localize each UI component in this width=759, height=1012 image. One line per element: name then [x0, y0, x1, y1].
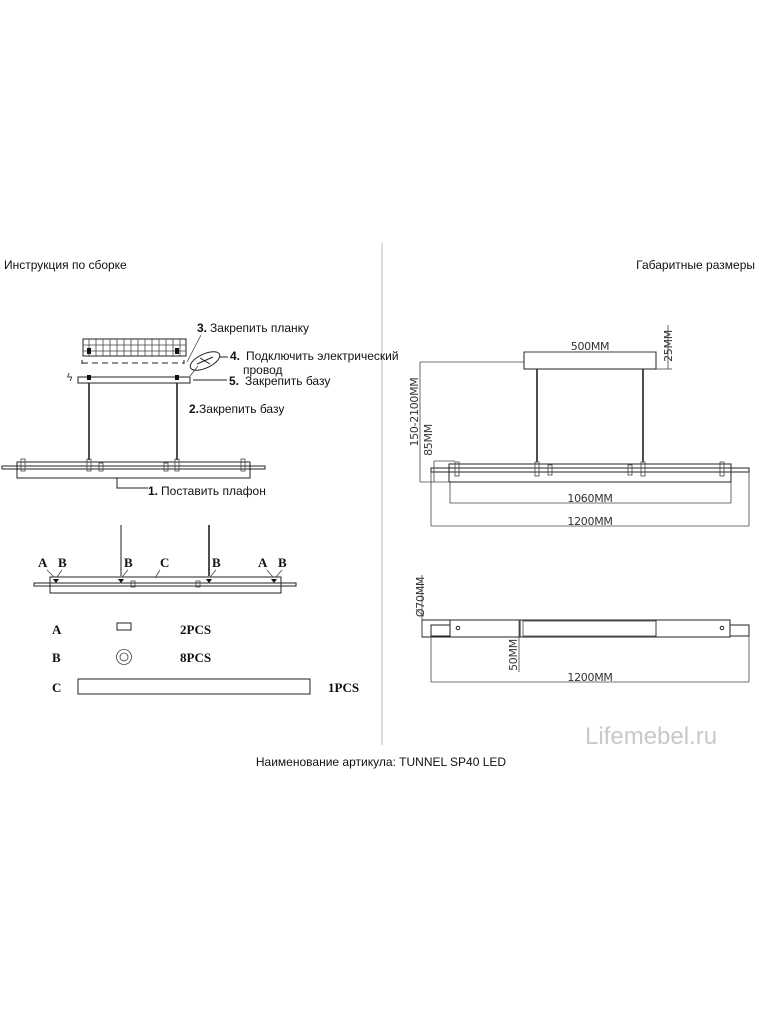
screw-hole-icon — [455, 625, 461, 631]
assembly-exploded-view: ϟ 1.Поставить плафон 2.Закрепить базу 3.… — [1, 321, 399, 498]
part-code: B — [52, 650, 61, 665]
dim-diameter: Ø70MM — [414, 577, 427, 617]
marker-b: B — [124, 555, 133, 570]
part-qty: 2PCS — [180, 622, 211, 637]
front-view-dimensions: 500MM 25MM 150-2100MM 85MM 1060MM 1200MM — [408, 325, 750, 528]
step-4-line2: провод — [243, 363, 283, 377]
step-5: 5.Закрепить базу — [229, 374, 330, 388]
marker-b: B — [278, 555, 287, 570]
part-code: C — [52, 680, 61, 695]
marker-b: B — [212, 555, 221, 570]
dim-total-length: 1200MM — [567, 515, 612, 528]
canopy — [523, 351, 657, 370]
dim-canopy-height: 25MM — [662, 330, 675, 362]
dim-total-length-bottom: 1200MM — [567, 671, 612, 684]
step-1: 1.Поставить плафон — [148, 484, 266, 498]
part-qty: 8PCS — [180, 650, 211, 665]
dimensions-title: Габаритные размеры — [636, 258, 755, 272]
dim-width: 50MM — [507, 639, 520, 671]
step-3: 3.Закрепить планку — [197, 321, 309, 335]
step-2: 2.Закрепить базу — [189, 402, 284, 416]
ceiling-plate-grid — [82, 338, 187, 357]
dim-diffuser-length: 1060MM — [567, 492, 612, 505]
part-qty: 1PCS — [328, 680, 359, 695]
bottom-view-dimensions: Ø70MM 50MM 1200MM — [414, 575, 750, 684]
dim-suspension: 150-2100MM — [408, 378, 421, 447]
dim-canopy-length: 500MM — [571, 340, 609, 353]
ring-washer-icon — [116, 649, 132, 665]
canopy-base — [77, 376, 191, 384]
marker-c: C — [160, 555, 169, 570]
dim-body-height: 85MM — [422, 424, 435, 456]
marker-a: A — [258, 555, 268, 570]
part-code: A — [52, 622, 62, 637]
lamp-body — [1, 458, 266, 479]
watermark: Lifemebel.ru — [585, 723, 717, 750]
screw-icon: ϟ — [66, 371, 73, 384]
lamp-body-icon — [77, 678, 311, 695]
assembly-title: Инструкция по сборке — [4, 258, 127, 272]
parts-list: A 2PCS B 8PCS C 1PCS — [52, 622, 359, 695]
article-name: Наименование артикула: TUNNEL SP40 LED — [256, 755, 507, 769]
marker-b: B — [58, 555, 67, 570]
rectangle-plate-icon — [116, 622, 132, 631]
parts-placement-view: A B B C B A B — [33, 525, 297, 594]
screw-hole-icon — [719, 625, 725, 631]
marker-a: A — [38, 555, 48, 570]
step-4: 4.Подключить электрический — [230, 349, 399, 363]
wire-connector-icon — [189, 351, 221, 371]
